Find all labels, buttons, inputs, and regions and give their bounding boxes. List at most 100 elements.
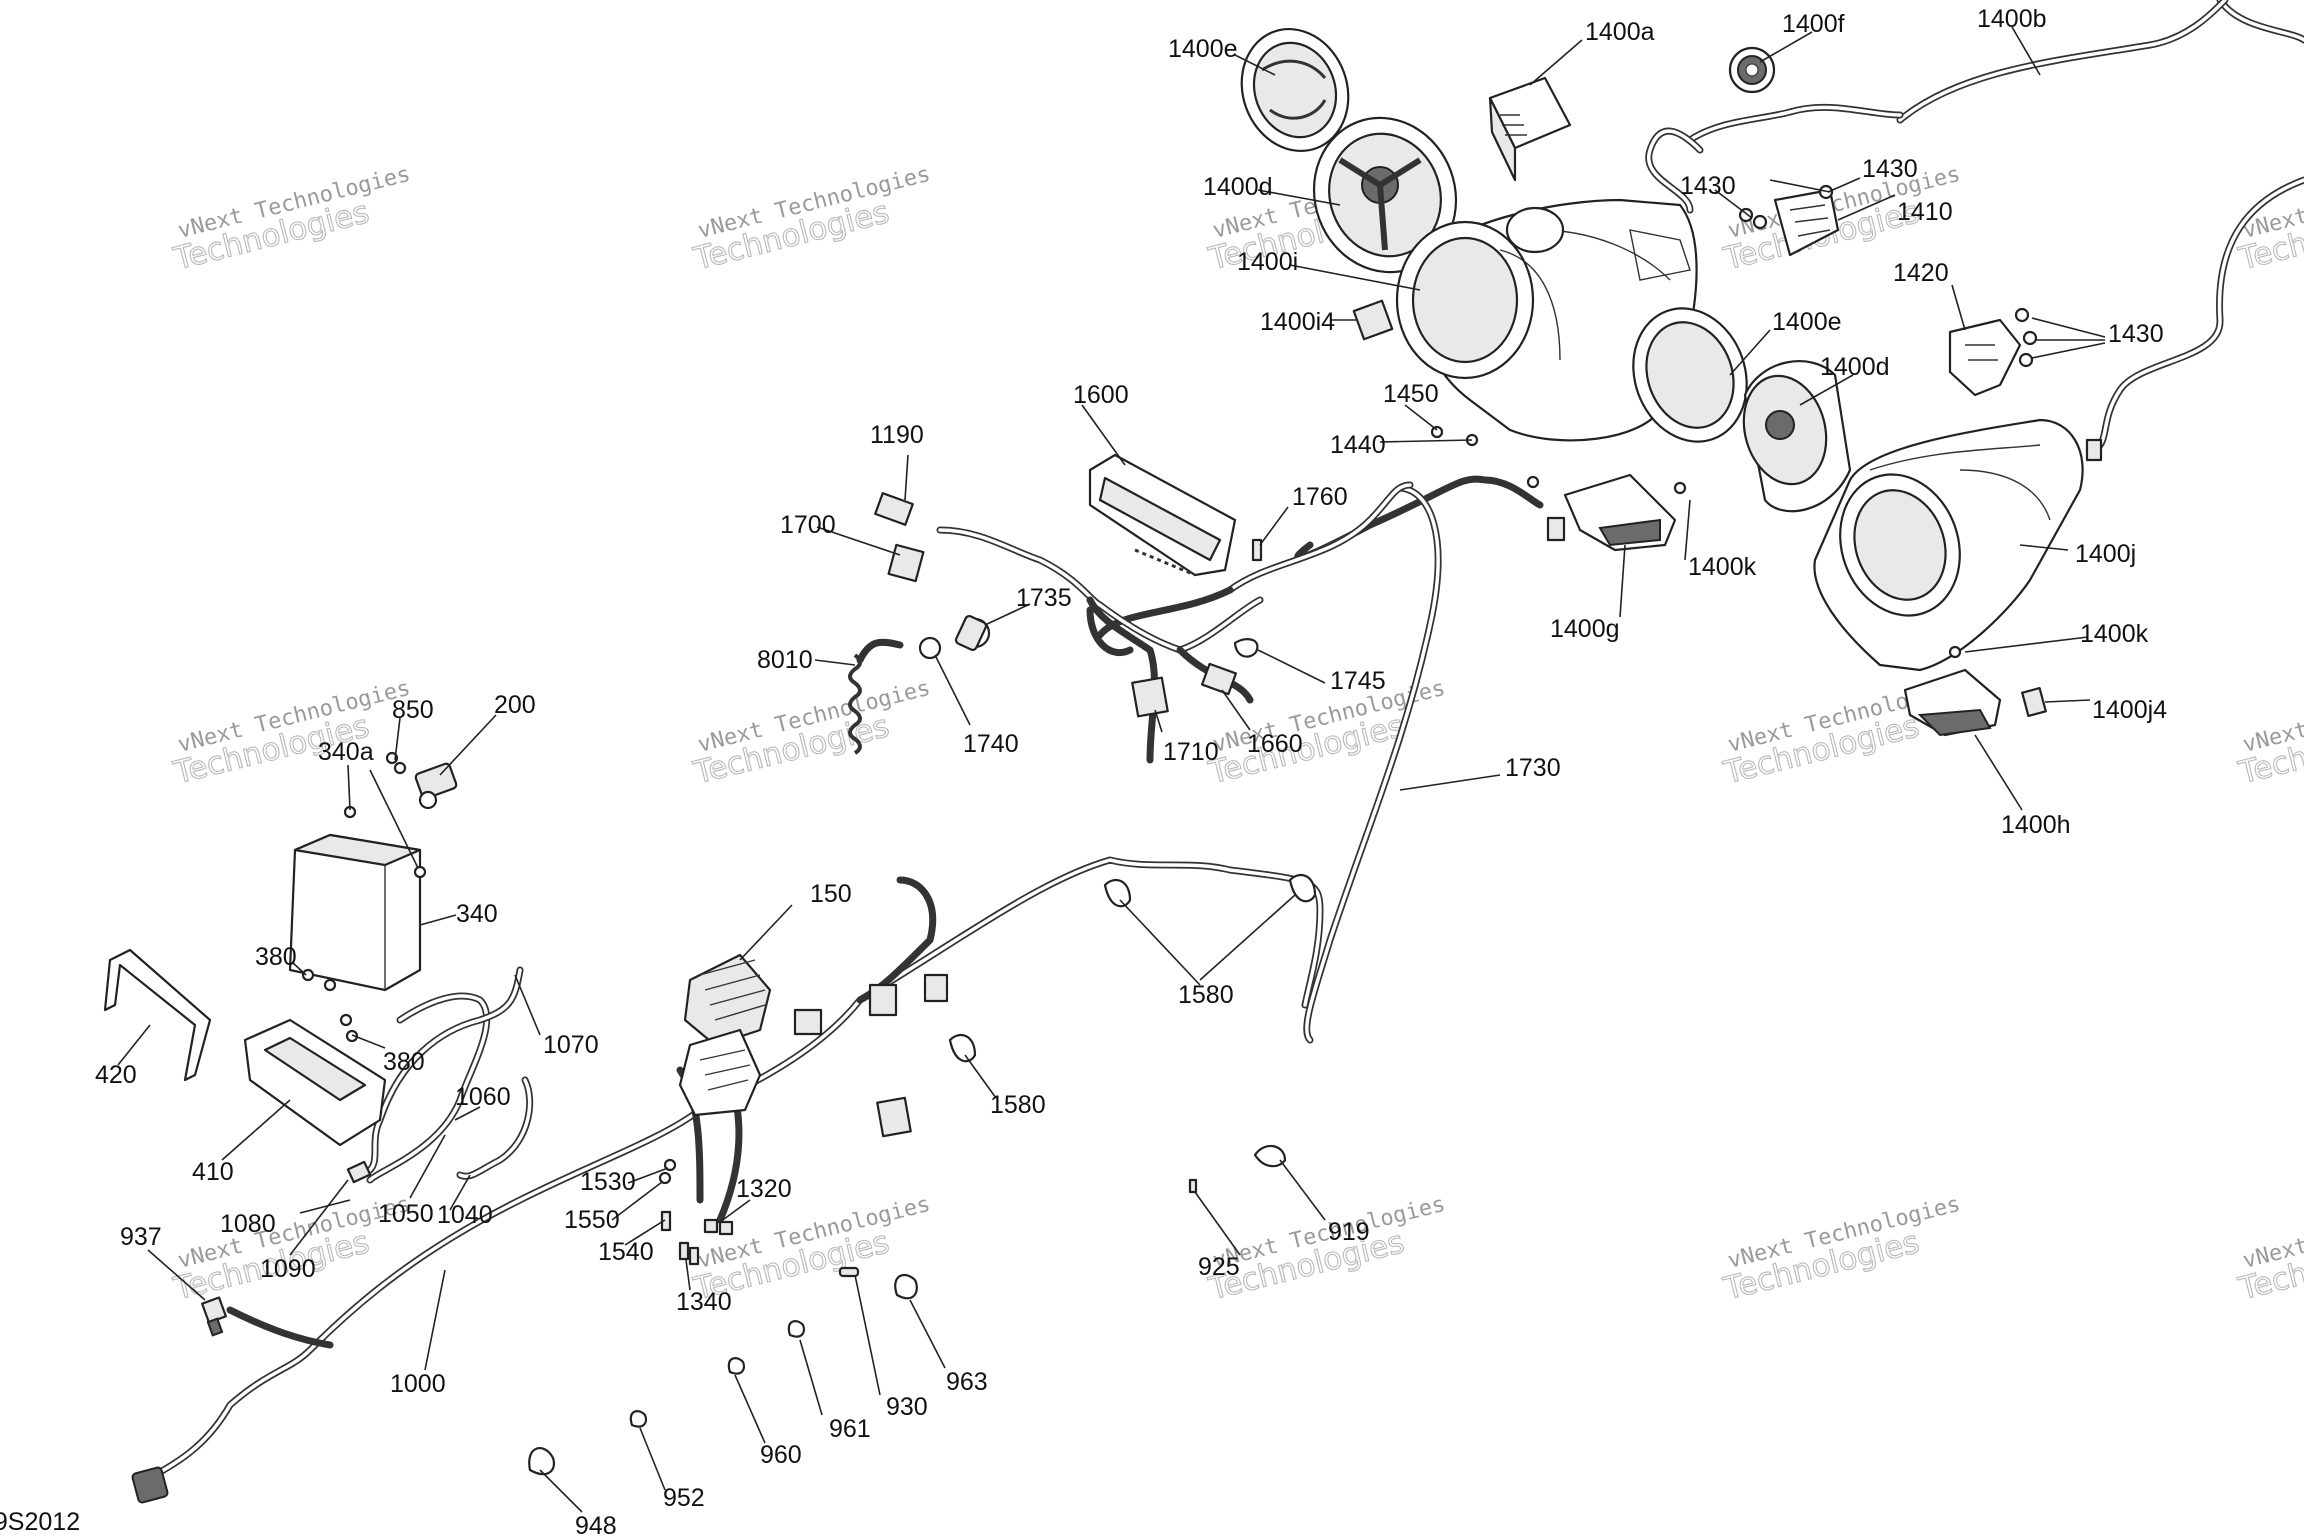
callout-1440: 1440: [1330, 431, 1386, 459]
callout-1400h: 1400h: [2001, 811, 2071, 839]
callout-960: 960: [760, 1441, 802, 1469]
part-1400f-knob: [1728, 46, 1776, 94]
part-340a-screw: [413, 865, 427, 879]
callout-1540: 1540: [598, 1238, 654, 1266]
callout-1760: 1760: [1292, 483, 1348, 511]
part-1400g-connector: [1546, 516, 1566, 542]
callout-1700: 1700: [780, 511, 836, 539]
part-380-screw: [345, 1029, 359, 1043]
callout-1400e-top: 1400e: [1168, 35, 1238, 63]
part-1700-connector: [887, 543, 925, 583]
part-340-battery: [288, 833, 422, 992]
part-380-screw: [323, 978, 337, 992]
part-1600-display: [1088, 453, 1237, 577]
fasteners-1430: [1738, 184, 2038, 368]
callout-380-a: 380: [255, 943, 297, 971]
callout-labels: 1400e 1400a 1400f 1400b 1400d 1430 1430 …: [0, 5, 2167, 1536]
callout-410: 410: [192, 1158, 234, 1186]
callout-1190: 1190: [870, 421, 924, 449]
part-1745-clip: [1233, 638, 1259, 658]
callout-1400e-mid: 1400e: [1772, 308, 1842, 336]
part-1400a-module: [1488, 76, 1572, 182]
callout-1530: 1530: [580, 1168, 636, 1196]
diagram-code: 09S2012: [0, 1508, 80, 1536]
callout-1000: 1000: [390, 1370, 446, 1398]
part-1400e-ring-mid: [1632, 307, 1748, 443]
part-1000-connector: [131, 1466, 169, 1504]
callout-961: 961: [829, 1415, 871, 1443]
callout-1400f: 1400f: [1782, 10, 1845, 38]
callout-925: 925: [1198, 1253, 1240, 1281]
part-1400g-housing: [1563, 473, 1677, 552]
part-925-pin: [1188, 1178, 1198, 1194]
part-1450-screw: [1430, 425, 1444, 439]
callout-1450: 1450: [1383, 380, 1439, 408]
callout-150: 150: [810, 880, 852, 908]
callout-200: 200: [494, 691, 536, 719]
callout-340a: 340a: [318, 738, 374, 766]
callout-930: 930: [886, 1393, 928, 1421]
callout-1430-a: 1430: [1862, 155, 1918, 183]
callout-420: 420: [95, 1061, 137, 1089]
callout-1340: 1340: [676, 1288, 732, 1316]
part-1580-clip: [1103, 878, 1132, 908]
part-410-tray: [243, 1018, 387, 1147]
callout-1550: 1550: [564, 1206, 620, 1234]
part-harness-connector: [923, 973, 949, 1003]
part-1340-fuse: [678, 1241, 690, 1261]
callout-1400i4: 1400i4: [1260, 308, 1335, 336]
part-1400j-housing: [1813, 418, 2084, 672]
callout-8010: 8010: [757, 646, 813, 674]
part-1400j4-pad: [2021, 686, 2047, 718]
callout-1400g: 1400g: [1550, 615, 1620, 643]
part-1080-terminal: [346, 1160, 372, 1184]
callout-1400k-low: 1400k: [2080, 620, 2149, 648]
part-380-screw: [339, 1013, 353, 1027]
part-1420-bracket: [1948, 318, 2022, 397]
callout-952: 952: [663, 1484, 705, 1512]
part-150-regulator: [683, 953, 772, 1047]
part-850-nut: [393, 761, 407, 775]
callout-340: 340: [456, 900, 498, 928]
part-1190-connector: [874, 492, 914, 526]
callout-937: 937: [120, 1223, 162, 1251]
part-1735-switch: [954, 614, 991, 652]
callout-1410: 1410: [1897, 198, 1953, 226]
part-harness-connector: [876, 1096, 912, 1138]
callout-1740: 1740: [963, 730, 1019, 758]
callout-1580-a: 1580: [1178, 981, 1234, 1009]
part-1400k-screw: [1948, 645, 1962, 659]
part-1400i4-pad: [1352, 299, 1394, 341]
callout-1400a: 1400a: [1585, 18, 1655, 46]
callout-1400b: 1400b: [1977, 5, 2047, 33]
part-960-tie: [727, 1357, 746, 1375]
part-1400e-ring-top: [1240, 27, 1350, 153]
callout-963: 963: [946, 1368, 988, 1396]
part-420-strap: [103, 948, 212, 1082]
part-1340-fuse: [688, 1246, 700, 1266]
callout-1040: 1040: [437, 1201, 493, 1229]
callout-1660: 1660: [1247, 730, 1303, 758]
callout-380-b: 380: [383, 1048, 425, 1076]
callout-1400j: 1400j: [2075, 540, 2136, 568]
callout-1070: 1070: [543, 1031, 599, 1059]
callout-850: 850: [392, 696, 434, 724]
part-850-nut: [385, 751, 399, 765]
part-1660-connector: [1200, 662, 1238, 696]
part-930-sleeve: [838, 1266, 860, 1278]
callout-1400j4: 1400j4: [2092, 696, 2167, 724]
part-963-tie: [894, 1273, 918, 1300]
callout-1090: 1090: [260, 1255, 316, 1283]
part-919-clip: [1253, 1144, 1287, 1168]
part-1400d-speaker-top: [1312, 116, 1458, 274]
part-1580-clip: [1288, 873, 1317, 903]
part-1710-connector: [1131, 676, 1169, 718]
part-1410-bracket: [1773, 188, 1840, 257]
part-harness-connector: [793, 1008, 823, 1036]
callout-919: 919: [1328, 1218, 1370, 1246]
part-1400b-connector: [2085, 438, 2103, 462]
callout-1730: 1730: [1505, 754, 1561, 782]
part-961-tie: [787, 1320, 806, 1338]
callout-948: 948: [575, 1512, 617, 1536]
